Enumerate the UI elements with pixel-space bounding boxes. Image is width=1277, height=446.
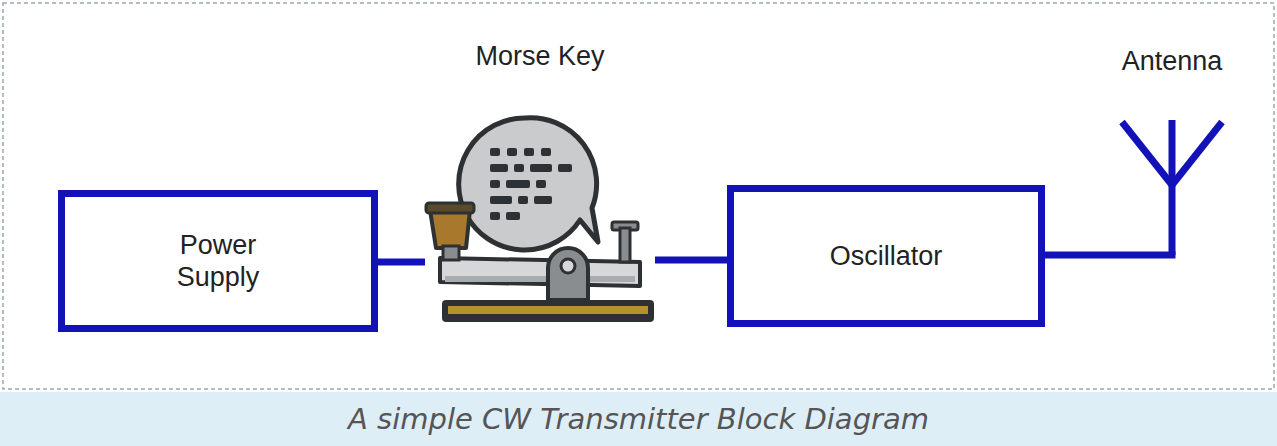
- wire-connector: [378, 259, 425, 266]
- process-box: Oscillator: [727, 185, 1045, 327]
- caption-band: A simple CW Transmitter Block Diagram: [0, 392, 1277, 446]
- box-label: Power Supply: [148, 229, 288, 294]
- morse-key-illustration: [426, 118, 654, 322]
- figure-caption: A simple CW Transmitter Block Diagram: [348, 402, 929, 436]
- morse-key: Morse Key: [425, 40, 655, 325]
- wire-connector: [1045, 252, 1176, 259]
- figure-label: Morse Key: [475, 40, 604, 72]
- process-box: Power Supply: [58, 190, 378, 332]
- figure-label: Antenna: [1122, 45, 1223, 77]
- wire-connector: [655, 257, 727, 264]
- antenna: Antenna: [1105, 45, 1239, 255]
- antenna-symbol: [1122, 120, 1222, 255]
- dashed-frame: [3, 3, 1274, 389]
- box-label: Oscillator: [830, 240, 943, 272]
